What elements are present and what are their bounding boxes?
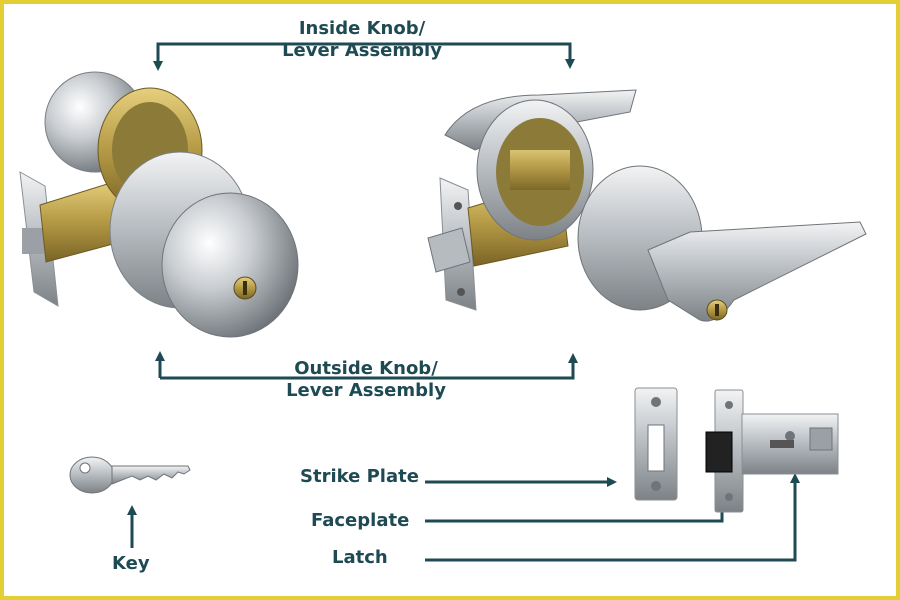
lever-lock-icon [427,89,867,322]
strike-plate-icon [634,387,678,501]
latch-arrow [425,473,800,562]
faceplate-arrow [425,501,727,523]
inside-label-line1: Inside Knob/ [298,18,426,39]
key-icon [69,456,191,494]
key-label: Key [112,553,150,574]
inside-assembly-arrow [153,42,575,71]
knob-lock-icon [19,71,299,338]
outside-label-line1: Outside Knob/ [294,358,438,379]
inside-assembly-label: Inside Knob/ Lever Assembly [262,18,462,62]
outside-assembly-arrow [155,351,578,380]
inside-label-line2: Lever Assembly [282,40,442,61]
outside-label-line2: Lever Assembly [286,380,446,401]
faceplate-label: Faceplate [311,510,410,531]
latch-label: Latch [332,547,388,568]
strike-plate-label: Strike Plate [300,466,419,487]
outside-assembly-label: Outside Knob/ Lever Assembly [266,358,466,402]
latch-assembly-icon [705,389,839,513]
